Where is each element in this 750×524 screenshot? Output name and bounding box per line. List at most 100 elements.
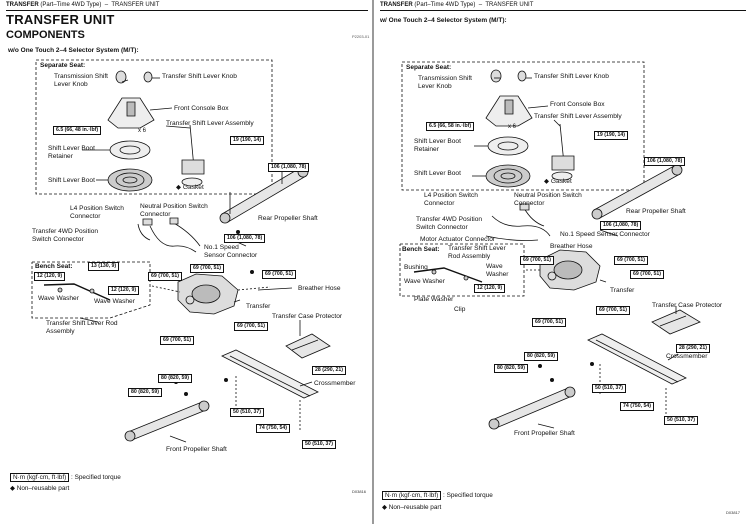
label-case-protector: Transfer Case Protector [272, 313, 343, 320]
torque-spec: 80 (820, 59) [158, 374, 192, 383]
label-neutral-switch: Neutral Position Switch Connector [514, 192, 582, 207]
label-transfer-knob: Transfer Shift Lever Knob [162, 73, 237, 80]
variant-heading: w/o One Touch 2–4 Selector System (M/T): [8, 47, 139, 54]
label-front-shaft: Front Propeller Shaft [514, 430, 575, 437]
torque-spec: 80 (820, 59) [524, 352, 558, 361]
label-console-box: Front Console Box [550, 101, 605, 108]
figure-code: D03816 [352, 489, 367, 494]
label-boot-retainer: Shift Lever Boot Retainer [48, 145, 95, 160]
torque-spec: 74 (750, 54) [256, 424, 290, 433]
torque-spec: 80 (820, 59) [128, 388, 162, 397]
lever-assembly-part [182, 160, 204, 174]
label-actuator-connector: Motor Actuator Connector [420, 236, 496, 243]
label-transfer: Transfer [610, 287, 635, 294]
label-gasket: ◆ Gasket [176, 184, 204, 191]
torque-spec: 50 (510, 37) [302, 440, 336, 449]
page-divider [372, 0, 374, 524]
shift-boot-part [108, 169, 152, 191]
label-crossmember: Crossmember [666, 353, 708, 360]
label-breather-hose: Breather Hose [298, 285, 341, 292]
torque-spec: 106 (1,080, 78) [600, 221, 642, 230]
nonreusable-symbol: ◆ [544, 178, 550, 185]
label-boot-retainer: Shift Lever Boot Retainer [414, 138, 461, 153]
crossmember-part [588, 334, 686, 384]
page-header: TRANSFER (Part–Time 4WD Type) – TRANSFER… [6, 2, 368, 11]
exploded-diagram [0, 0, 372, 524]
label-breather-hose: Breather Hose [550, 243, 593, 250]
torque-spec: 6.5 (66, 48 in.·lbf) [53, 126, 102, 135]
transfer-knob-part [518, 71, 526, 81]
label-tf-4wd-switch: Transfer 4WD Position Switch Connector [416, 216, 483, 231]
label-shift-boot: Shift Lever Boot [48, 177, 95, 184]
torque-spec: 50 (510, 37) [230, 408, 264, 417]
page-header: TRANSFER (Part–Time 4WD Type) – TRANSFER… [380, 2, 746, 11]
torque-spec: 69 (700, 51) [148, 272, 182, 281]
label-rear-shaft: Rear Propeller Shaft [258, 215, 318, 222]
multiplier-label: x 6 [508, 124, 517, 130]
torque-spec: 19 (190, 14) [230, 136, 264, 145]
reference-code: P2203-01 [352, 34, 370, 39]
label-lever-assembly: Transfer Shift Lever Assembly [166, 120, 254, 127]
separate-seat-frame [402, 62, 644, 190]
section-heading: COMPONENTS [6, 29, 85, 41]
label-wave-washer: Wave Washer [404, 278, 445, 285]
label-console-box: Front Console Box [174, 105, 229, 112]
rear-shaft-part [222, 168, 306, 222]
bench-seat-frame [400, 244, 524, 296]
torque-spec: 74 (750, 54) [620, 402, 654, 411]
label-wave-washer: Wave Washer [38, 295, 79, 302]
bench-seat-heading: Bench Seat: [35, 263, 73, 270]
label-transfer: Transfer [246, 303, 271, 310]
label-tf-4wd-switch: Transfer 4WD Position Switch Connector [32, 228, 99, 243]
variant-heading: w/ One Touch 2–4 Selector System (M/T): [380, 17, 507, 24]
multiplier-label: x 6 [138, 128, 147, 134]
legend-nonreusable: ◆ Non–reusable part [10, 485, 70, 492]
boot-retainer-part [488, 137, 528, 155]
torque-spec: 28 (290, 21) [676, 344, 710, 353]
label-speed-sensor: No.1 Speed Sensor Connector [204, 244, 258, 259]
label-plate-washer: Plate Washer [414, 296, 454, 303]
transfer-knob-part [144, 72, 152, 82]
torque-spec: 69 (700, 51) [234, 322, 268, 331]
torque-spec: 12 (120, 9) [474, 284, 506, 293]
torque-spec: 69 (700, 51) [190, 264, 224, 273]
label-shift-knob: Transmission Shift Lever Knob [54, 73, 108, 88]
label-case-protector: Transfer Case Protector [652, 302, 723, 309]
label-neutral-switch: Neutral Position Switch Connector [140, 203, 208, 218]
protector-part [286, 334, 330, 358]
torque-spec: 69 (700, 51) [532, 318, 566, 327]
torque-spec: 50 (510, 37) [664, 416, 698, 425]
label-wave-washer: Wave Washer [94, 298, 135, 305]
torque-spec: 69 (700, 51) [630, 270, 664, 279]
crossmember-part [222, 350, 318, 398]
torque-spec: 19 (190, 14) [594, 131, 628, 140]
torque-spec: 12 (120, 9) [108, 286, 140, 295]
label-crossmember: Crossmember [314, 380, 356, 387]
shift-knob-part [491, 70, 501, 82]
label-shift-knob: Transmission Shift Lever Knob [418, 75, 472, 90]
manual-page-right: TRANSFER (Part–Time 4WD Type) – TRANSFER… [374, 0, 750, 524]
label-rod-assembly: Transfer Shift Lever Rod Assembly [448, 245, 506, 260]
legend-nonreusable: ◆ Non–reusable part [382, 504, 442, 511]
exploded-diagram [374, 0, 750, 524]
torque-spec: 69 (700, 51) [160, 336, 194, 345]
torque-spec: 69 (700, 51) [520, 256, 554, 265]
bench-seat-frame [32, 262, 150, 318]
legend-torque: N·m (kgf·cm, ft·lbf) : Specified torque [10, 473, 121, 482]
label-front-shaft: Front Propeller Shaft [166, 446, 227, 453]
label-rear-shaft: Rear Propeller Shaft [626, 208, 686, 215]
nonreusable-symbol: ◆ [176, 184, 182, 191]
torque-spec: 106 (1,080, 78) [268, 163, 310, 172]
label-transfer-knob: Transfer Shift Lever Knob [534, 73, 609, 80]
label-shift-boot: Shift Lever Boot [414, 170, 461, 177]
front-shaft-part [492, 388, 572, 428]
legend-torque: N·m (kgf·cm, ft·lbf) : Specified torque [382, 491, 493, 500]
label-gasket: ◆ Gasket [544, 178, 572, 185]
label-lever-assembly: Transfer Shift Lever Assembly [534, 113, 622, 120]
label-wave-washer: Wave Washer [486, 263, 509, 278]
boot-retainer-part [110, 141, 150, 159]
torque-spec: 69 (700, 51) [614, 256, 648, 265]
front-shaft-part [128, 402, 206, 440]
lever-assembly-part [552, 156, 574, 170]
figure-code: D03817 [726, 510, 741, 515]
